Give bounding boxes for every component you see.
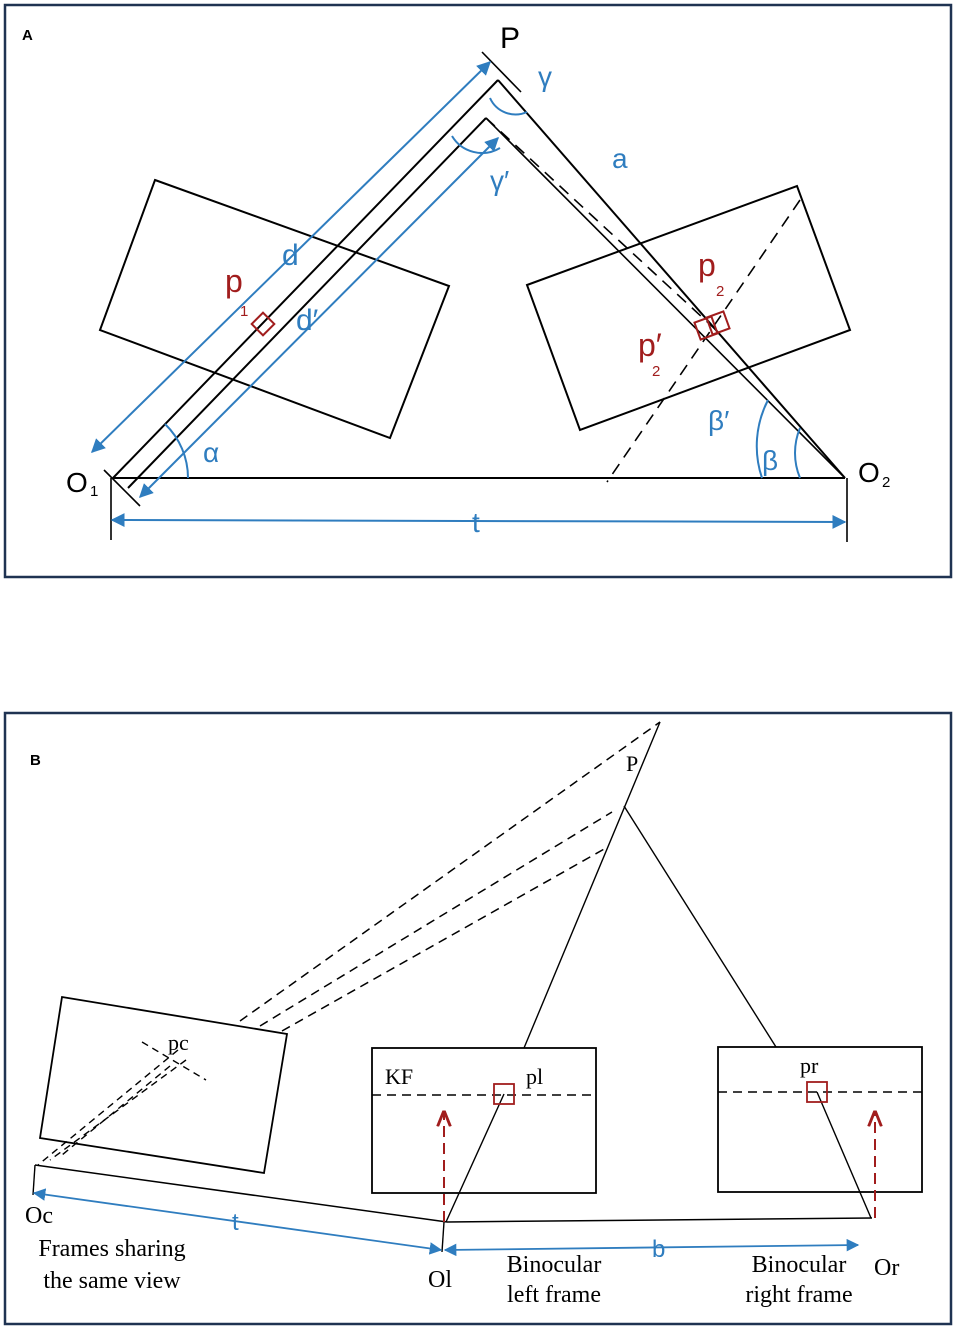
baseline-b-arrow: [443, 1238, 860, 1257]
distance-d-prime-arrow: [139, 137, 499, 498]
p-perpendicular: [481, 51, 522, 93]
point-pr-square: [806, 1081, 828, 1103]
ray-o1-p: [112, 79, 499, 479]
label-gamma: γ: [538, 61, 552, 92]
panel-a: A: [3, 3, 953, 579]
label-right-line1: Binocular: [752, 1252, 847, 1278]
label-pr: pr: [800, 1053, 819, 1078]
angle-gamma-prime-arc: [451, 135, 501, 154]
panel-b-frame: [3, 711, 953, 1326]
label-frames-line1: Frames sharing: [38, 1236, 185, 1262]
ray-p-o2: [497, 79, 846, 479]
dashed-ray-2: [259, 811, 613, 1027]
label-d: d: [282, 239, 299, 272]
baseline-t-arrow-b: [32, 1188, 443, 1255]
label-beta: β: [762, 445, 778, 476]
label-frames-line2: the same view: [43, 1268, 181, 1294]
label-O1: O: [66, 467, 88, 498]
dashed-ray-1: [239, 721, 661, 1022]
label-p2-prime: p′: [638, 327, 662, 363]
point-p1-square: [250, 311, 276, 337]
ray-pl-ol: [445, 1093, 505, 1223]
ol-tick: [441, 1221, 445, 1253]
label-P-b: P: [626, 751, 638, 776]
pc-ray-1: [37, 1049, 179, 1166]
label-b: b: [652, 1236, 665, 1263]
label-d-prime: d′: [296, 304, 319, 337]
label-Or: Or: [874, 1255, 899, 1281]
binocular-right-frame: [717, 1046, 923, 1193]
label-a: a: [612, 143, 628, 174]
label-left-line2: left frame: [507, 1282, 601, 1308]
ray-p-prime-o2: [485, 117, 846, 479]
label-p2-sub: 2: [716, 283, 724, 300]
dashed-ray-p-prime: [485, 117, 717, 331]
label-O2: O: [858, 457, 880, 488]
pc-ray-3: [61, 1065, 171, 1156]
dashed-epipolar-line: [606, 199, 801, 483]
label-pl: pl: [526, 1064, 543, 1089]
label-alpha: α: [203, 437, 219, 468]
label-pc: pc: [168, 1030, 189, 1055]
point-pl-square: [493, 1083, 515, 1105]
label-beta-prime: β′: [708, 405, 729, 436]
ray-pr-or: [816, 1091, 872, 1219]
shared-view-frame: [38, 995, 289, 1175]
label-p2-prime-sub: 2: [652, 363, 660, 380]
ray-p-left-top: [523, 721, 661, 1049]
binocular-left-frame: [371, 1047, 597, 1194]
oc-tick: [32, 1164, 36, 1196]
ray-p-right-top: [623, 805, 777, 1048]
point-p2-prime-square: [693, 315, 719, 341]
label-left-line1: Binocular: [507, 1252, 602, 1278]
label-p2: p: [698, 247, 716, 283]
panel-a-label: A: [22, 27, 33, 44]
panel-b: B: [3, 711, 953, 1326]
o1-perpendicular: [103, 469, 141, 507]
label-O2-sub: 2: [882, 474, 890, 491]
baseline-t-arrow: [110, 513, 847, 529]
label-P: P: [500, 22, 520, 55]
ray-o1-p-prime: [127, 117, 487, 489]
right-image-plane: [525, 184, 852, 432]
label-t: t: [472, 507, 480, 538]
panel-b-label: B: [30, 752, 41, 769]
angle-beta-prime-arc: [755, 399, 769, 479]
label-O1-sub: 1: [90, 483, 98, 500]
angle-beta-arc: [794, 427, 801, 479]
left-image-plane: [98, 178, 451, 440]
label-Ol: Ol: [428, 1267, 452, 1293]
label-gamma-prime: γ′: [490, 165, 509, 196]
pc-cross-line: [141, 1041, 207, 1081]
line-ol-or: [446, 1217, 873, 1223]
label-Oc: Oc: [25, 1203, 53, 1229]
label-p1: p: [225, 263, 243, 299]
dashed-ray-3: [281, 847, 607, 1032]
label-p1-sub: 1: [240, 303, 248, 320]
panel-a-frame: [3, 3, 953, 579]
point-p2-square: [705, 310, 731, 336]
angle-alpha-arc: [164, 423, 189, 479]
label-right-line2: right frame: [745, 1282, 852, 1308]
pc-ray-2: [49, 1059, 187, 1161]
label-KF: KF: [385, 1064, 413, 1089]
angle-gamma-arc: [489, 97, 528, 116]
label-t-b: t: [232, 1209, 239, 1236]
